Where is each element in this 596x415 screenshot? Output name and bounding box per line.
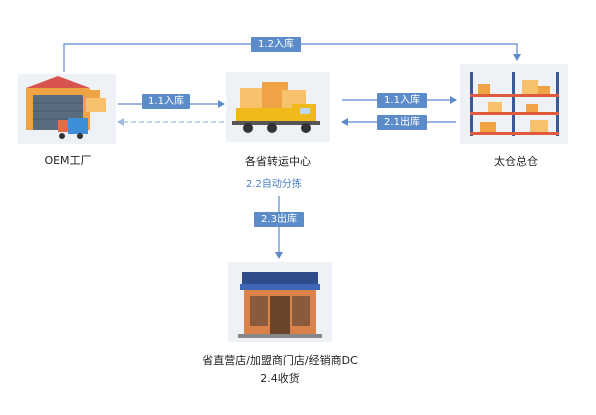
edge-label-hub-to-store: 2.3出库 — [254, 212, 304, 227]
node-label-hub: 各省转运中心 — [245, 155, 311, 168]
node-sublabel-hub: 2.2自动分拣 — [246, 179, 302, 190]
forklift-truck-icon — [226, 72, 330, 142]
edge-label-oem-to-warehouse: 1.2入库 — [251, 37, 301, 52]
node-label-warehouse: 太仓总仓 — [494, 155, 538, 168]
node-label-store: 省直营店/加盟商门店/经销商DC — [202, 354, 358, 367]
store-icon — [228, 262, 332, 342]
edge-label-oem-to-hub: 1.1入库 — [142, 94, 190, 109]
node-sublabel-store: 2.4收货 — [260, 372, 300, 385]
edge-label-hub-to-warehouse: 1.1入库 — [377, 93, 427, 108]
edge-label-warehouse-to-hub: 2.1出库 — [377, 115, 427, 130]
warehouse-shelves-icon — [460, 64, 568, 144]
node-label-oem: OEM工厂 — [44, 154, 92, 167]
factory-icon — [18, 74, 116, 144]
